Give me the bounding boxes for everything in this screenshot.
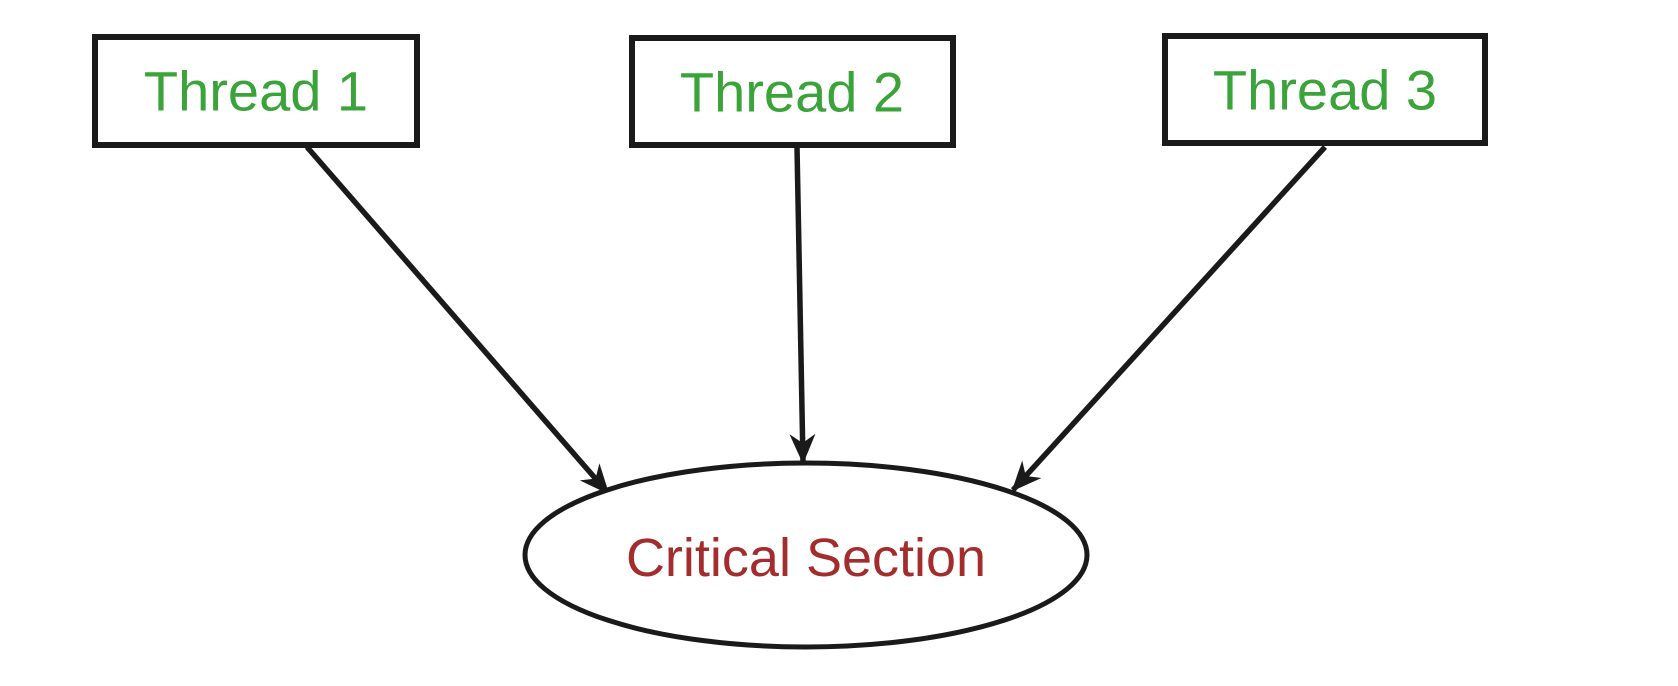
- node-critical-section: Critical Section: [522, 460, 1090, 650]
- edges-group: [304, 145, 1328, 495]
- thread3-box: [1162, 33, 1488, 146]
- thread1-label: Thread 1: [144, 60, 368, 123]
- node-thread2: Thread 2: [629, 35, 956, 148]
- thread1-box: [92, 34, 420, 148]
- critical-section-label: Critical Section: [626, 528, 986, 588]
- edge-thread3-to-critical-section: [1010, 145, 1328, 492]
- node-thread3: Thread 3: [1162, 33, 1488, 146]
- critical-section-ellipse: [522, 460, 1090, 650]
- edge-thread2-to-critical-section: [789, 146, 816, 464]
- thread3-label: Thread 3: [1213, 59, 1437, 122]
- edge-thread1-to-critical-section: [304, 145, 611, 495]
- node-thread1: Thread 1: [92, 34, 420, 148]
- thread2-label: Thread 2: [680, 61, 904, 124]
- thread2-box: [629, 35, 956, 148]
